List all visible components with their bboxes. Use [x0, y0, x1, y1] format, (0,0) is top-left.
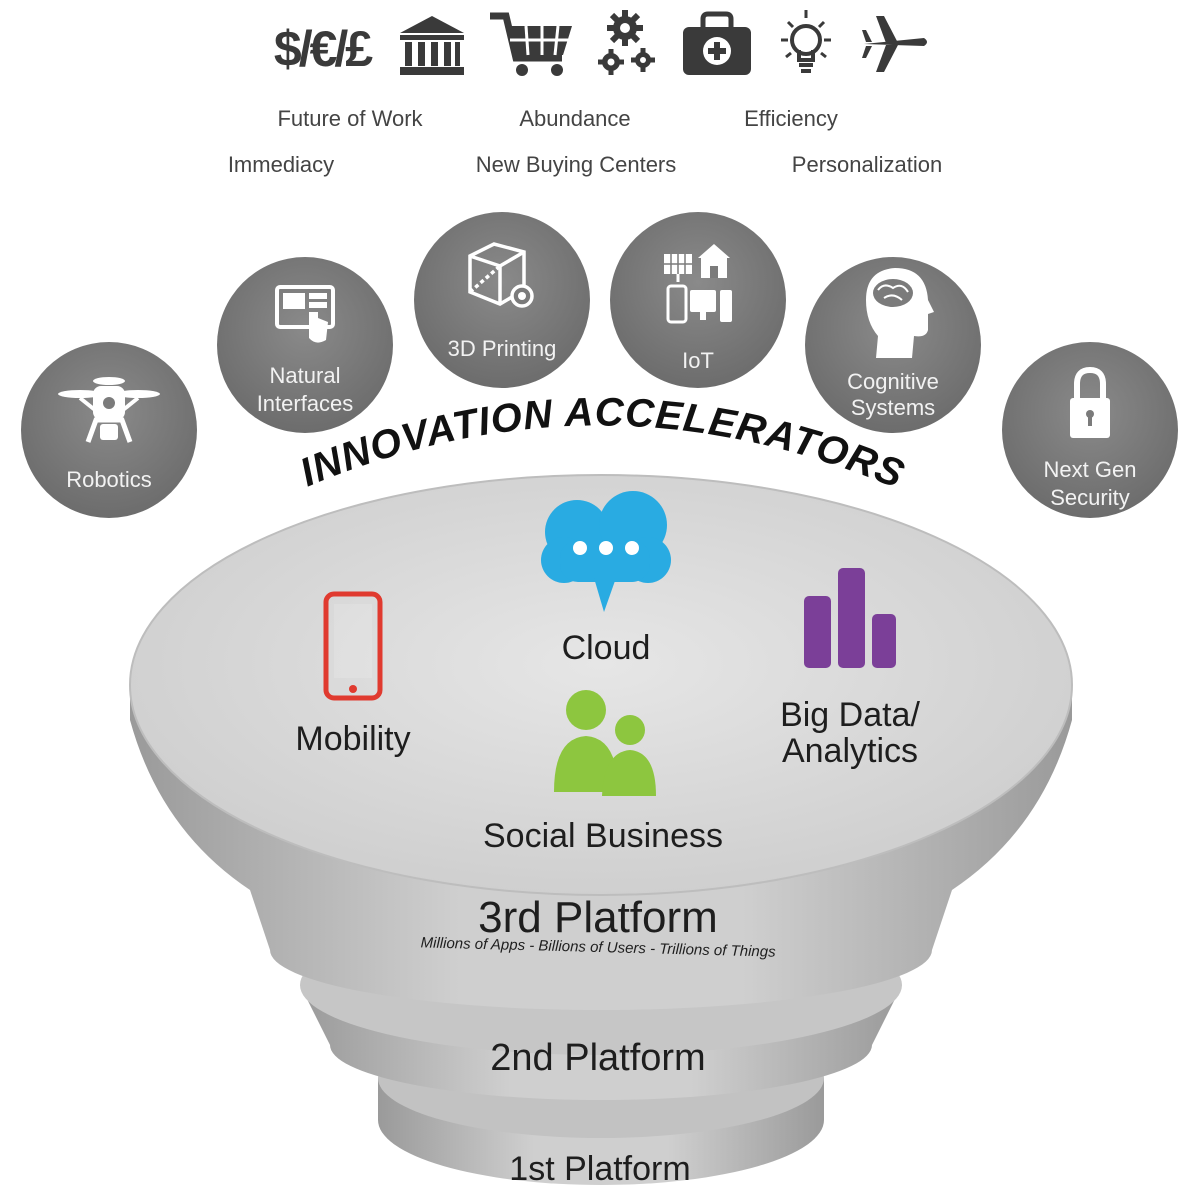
- accelerator-next-gen-security: Next Gen Security: [1002, 342, 1178, 518]
- cognitive-systems-label-line2: Systems: [851, 395, 935, 420]
- currency-icon: $/€/£: [274, 21, 373, 77]
- padlock-icon: [1070, 366, 1110, 438]
- trend-new-buying-centers: New Buying Centers: [476, 152, 677, 177]
- trend-personalization: Personalization: [792, 152, 942, 177]
- accelerator-cognitive-systems: Cognitive Systems: [805, 257, 981, 433]
- cloud-label: Cloud: [562, 629, 651, 667]
- third-platform-label: 3rd Platform: [478, 893, 718, 942]
- top-icon-row: $/€/£: [274, 10, 927, 77]
- 3d-cube-icon: [468, 242, 534, 308]
- cloud-chat-icon: [541, 491, 671, 612]
- accelerator-circles: Robotics Natural Interfaces: [21, 212, 1178, 518]
- robotics-label: Robotics: [66, 467, 152, 492]
- mobility-phone-icon: [323, 591, 383, 701]
- trend-immediacy: Immediacy: [228, 152, 334, 177]
- 3d-printing-label: 3D Printing: [448, 336, 557, 361]
- bank-icon: [400, 16, 464, 75]
- mobility-label: Mobility: [295, 720, 410, 758]
- gears-icon: [598, 10, 655, 75]
- iot-label: IoT: [682, 348, 714, 373]
- trend-efficiency: Efficiency: [744, 106, 838, 131]
- touchscreen-icon: [275, 285, 335, 343]
- drone-icon: [58, 377, 160, 443]
- second-platform-label: 2nd Platform: [490, 1037, 705, 1079]
- platform-stack: [129, 474, 1073, 1185]
- big-data-label-line1: Big Data/: [780, 696, 920, 734]
- accelerator-iot: IoT: [610, 212, 786, 388]
- connected-devices-icon: [664, 244, 732, 324]
- brain-head-icon: [866, 268, 934, 358]
- next-gen-security-label-line2: Security: [1050, 485, 1129, 510]
- social-business-label: Social Business: [483, 817, 723, 855]
- first-platform-label: 1st Platform: [509, 1150, 690, 1188]
- social-people-icon: [554, 690, 656, 796]
- first-aid-kit-icon: [683, 11, 751, 75]
- trend-future-of-work: Future of Work: [277, 106, 423, 131]
- airplane-icon: [862, 16, 927, 72]
- big-data-bar-chart-icon: [804, 568, 896, 668]
- accelerator-3d-printing: 3D Printing: [414, 212, 590, 388]
- lightbulb-icon: [781, 10, 831, 73]
- natural-interfaces-label-line1: Natural: [270, 363, 341, 388]
- natural-interfaces-label-line2: Interfaces: [257, 391, 354, 416]
- next-gen-security-label-line1: Next Gen: [1044, 457, 1137, 482]
- cognitive-systems-label-line1: Cognitive: [847, 369, 939, 394]
- big-data-label-line2: Analytics: [782, 732, 918, 770]
- trend-abundance: Abundance: [519, 106, 630, 131]
- accelerator-robotics: Robotics: [21, 342, 197, 518]
- accelerator-natural-interfaces: Natural Interfaces: [217, 257, 393, 433]
- third-platform-pillars: Mobility Cloud Social Business: [295, 491, 920, 855]
- shopping-cart-icon: [490, 12, 572, 76]
- trend-labels: Future of Work Abundance Efficiency Imme…: [228, 106, 942, 177]
